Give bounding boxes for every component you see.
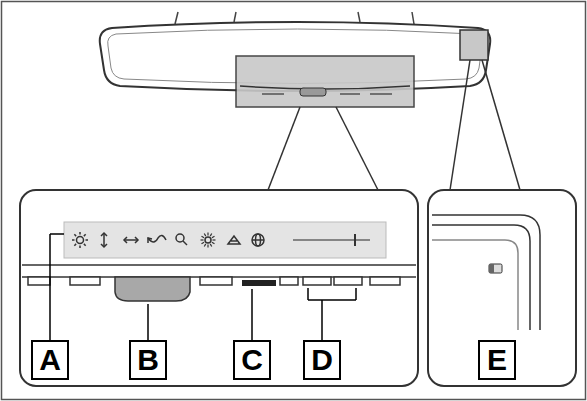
- callout-letter: A: [31, 340, 69, 380]
- zoom-lines: [268, 60, 520, 190]
- detail-panel: [20, 190, 418, 386]
- icon-bar: [64, 222, 386, 258]
- button-b: [115, 277, 190, 301]
- sensor-icon: [489, 264, 502, 273]
- buttons-d: [303, 277, 362, 285]
- callout-letter: D: [303, 340, 341, 380]
- callout-letter: C: [233, 340, 271, 380]
- callout-letter: E: [478, 340, 516, 380]
- highlight-corner: [460, 30, 488, 60]
- highlight-area: [236, 56, 414, 107]
- callout-letter: B: [129, 340, 167, 380]
- mirror-corner: [432, 215, 540, 330]
- mirror-edge: [22, 265, 416, 285]
- detail-panel-corner: [428, 190, 576, 386]
- icons: [72, 232, 370, 248]
- button-c: [242, 280, 276, 286]
